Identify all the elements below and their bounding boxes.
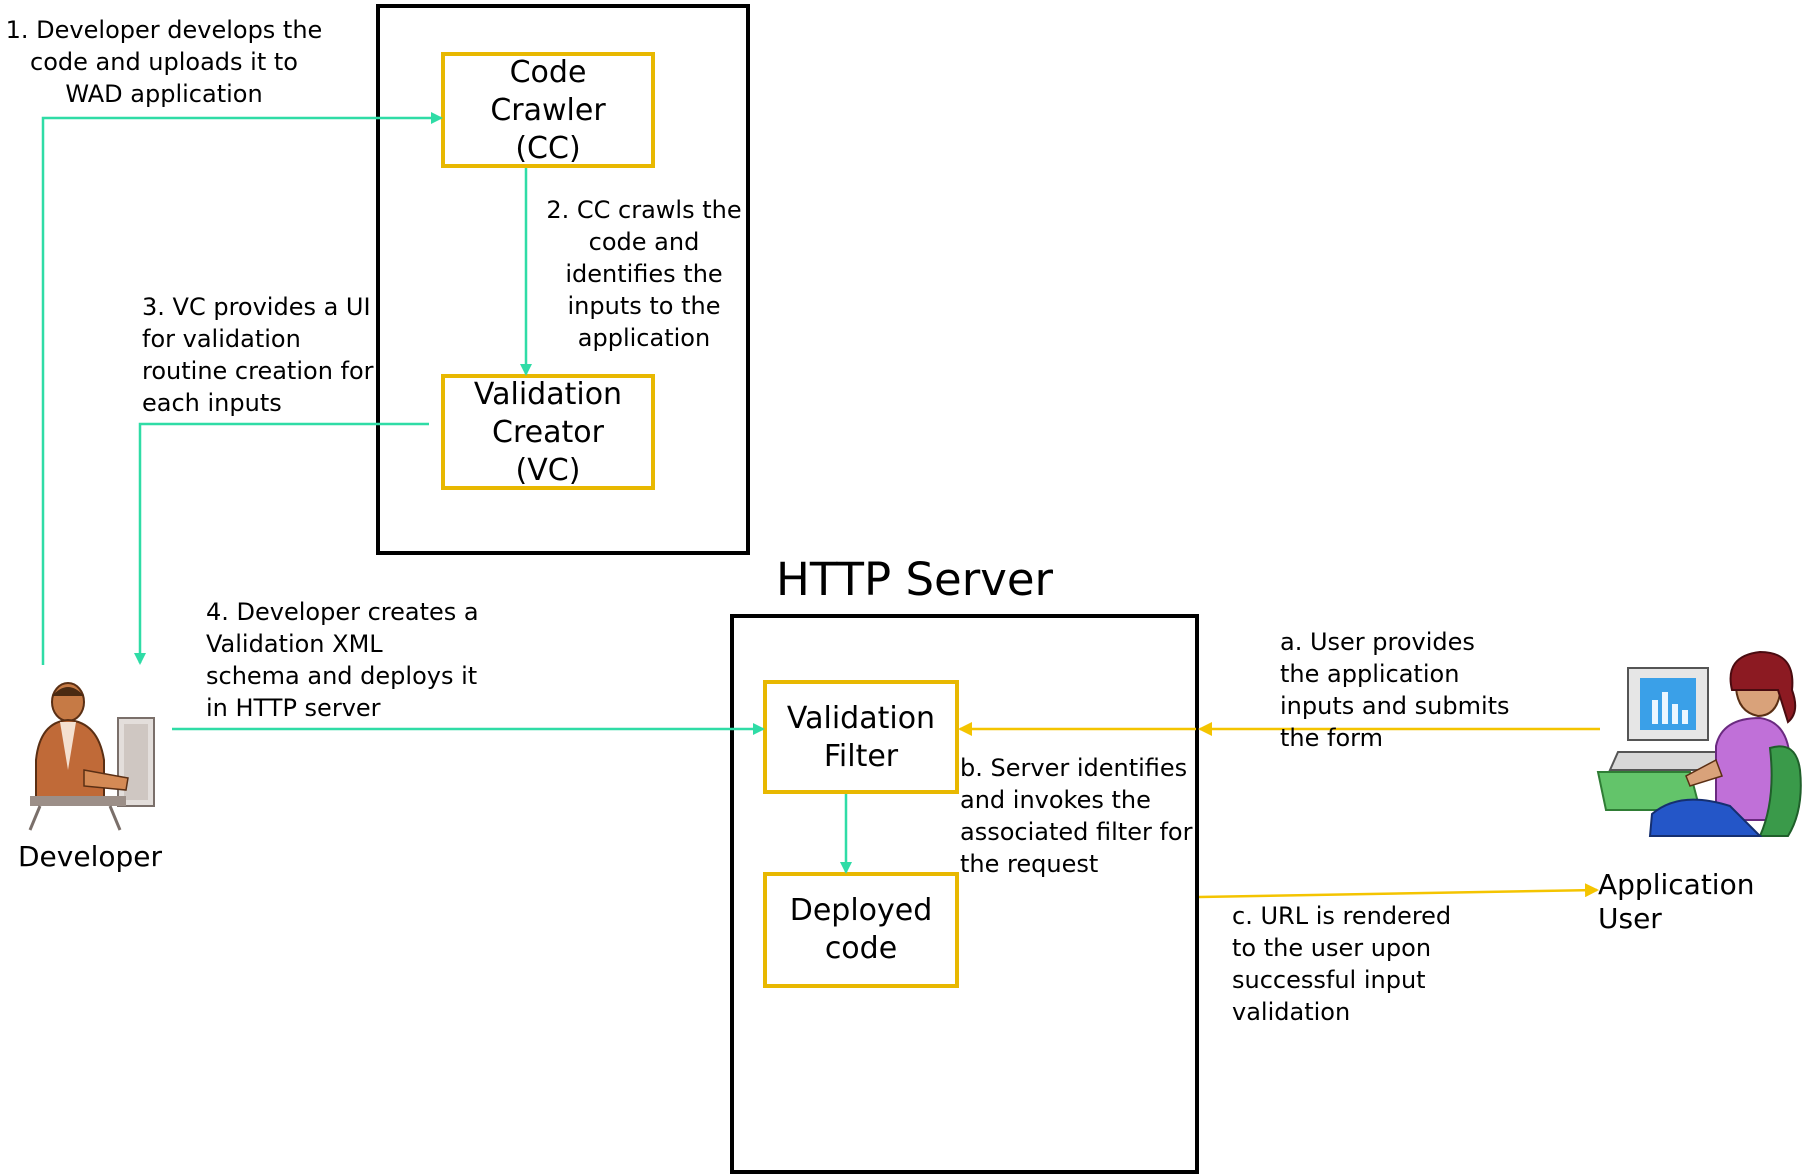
code-crawler-box [441, 52, 655, 168]
deployed-code-box [763, 872, 959, 988]
code-crawler-label: Code Crawler (CC) [490, 55, 606, 166]
wad-application-container [376, 4, 750, 555]
http-server-container [730, 614, 1199, 1174]
deployed-code-label: Deployed code [789, 893, 933, 966]
http-server-title: HTTP Server [775, 553, 1054, 606]
arrow-validation-creator-to-developer [134, 422, 429, 665]
arrow-server-to-user [1198, 883, 1599, 899]
application-user-icon [1596, 650, 1802, 837]
step-c-label: c. URL is rendered to the user upon succ… [1232, 902, 1452, 1026]
developer-icon [28, 682, 155, 831]
step-1-label: 1. Developer develops the code and uploa… [5, 16, 323, 108]
step-4-label: 4. Developer creates a Validation XML sc… [206, 598, 479, 722]
developer-label: Developer [18, 840, 163, 873]
validation-filter-label: Validation Filter [786, 701, 936, 774]
validation-filter-box [763, 680, 959, 794]
application-user-label: Application User [1598, 868, 1755, 935]
step-b-label: b. Server identifies and invokes the ass… [960, 754, 1193, 878]
step-2-label: 2. CC crawls the code and identifies the… [546, 196, 742, 352]
step-3-label: 3. VC provides a UI for validation routi… [142, 293, 374, 417]
validation-creator-box [441, 374, 655, 490]
validation-creator-label: Validation Creator (VC) [473, 377, 623, 488]
step-a-label: a. User provides the application inputs … [1280, 628, 1510, 752]
arrow-developer-to-code-crawler [41, 112, 443, 665]
